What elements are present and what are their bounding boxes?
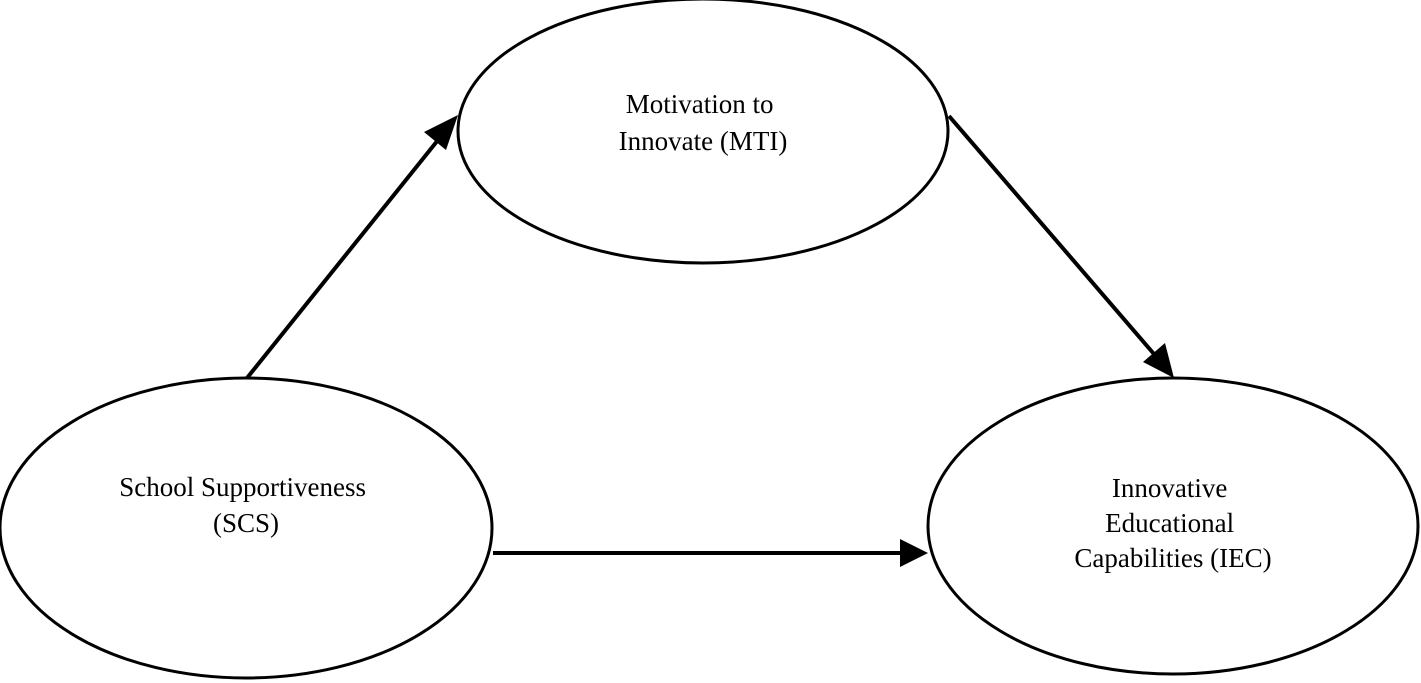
arrow-head (1143, 343, 1174, 378)
node-scs-label: School Supportiveness (SCS) (119, 472, 373, 538)
node-mti: Motivation to Innovate (MTI) (456, 0, 950, 265)
node-iec-label-line: Innovative (1112, 473, 1227, 503)
node-scs-label-line: School Supportiveness (119, 472, 366, 502)
node-mti-label: Motivation to Innovate (MTI) (619, 89, 788, 156)
edge-line (947, 114, 1162, 363)
node-scs: School Supportiveness (SCS) (0, 376, 494, 680)
edge-mti-to-iec (947, 114, 1174, 378)
node-mti-ellipse (456, 0, 950, 265)
node-iec-ellipse (926, 376, 1420, 676)
edge-scs-to-mti (245, 115, 458, 380)
node-mti-label-line: Innovate (MTI) (619, 126, 788, 156)
node-iec-label-line: Capabilities (IEC) (1074, 543, 1271, 573)
edge-line (245, 133, 444, 380)
node-iec: Innovative Educational Capabilities (IEC… (926, 376, 1420, 676)
edge-scs-to-iec (493, 539, 928, 567)
node-scs-label-line: (SCS) (213, 508, 279, 538)
node-scs-ellipse (0, 376, 494, 680)
node-iec-label-line: Educational (1105, 508, 1234, 538)
node-mti-label-line: Motivation to (626, 89, 774, 119)
arrow-head (424, 115, 458, 150)
node-iec-label: Innovative Educational Capabilities (IEC… (1074, 473, 1271, 573)
arrow-head (900, 539, 928, 567)
